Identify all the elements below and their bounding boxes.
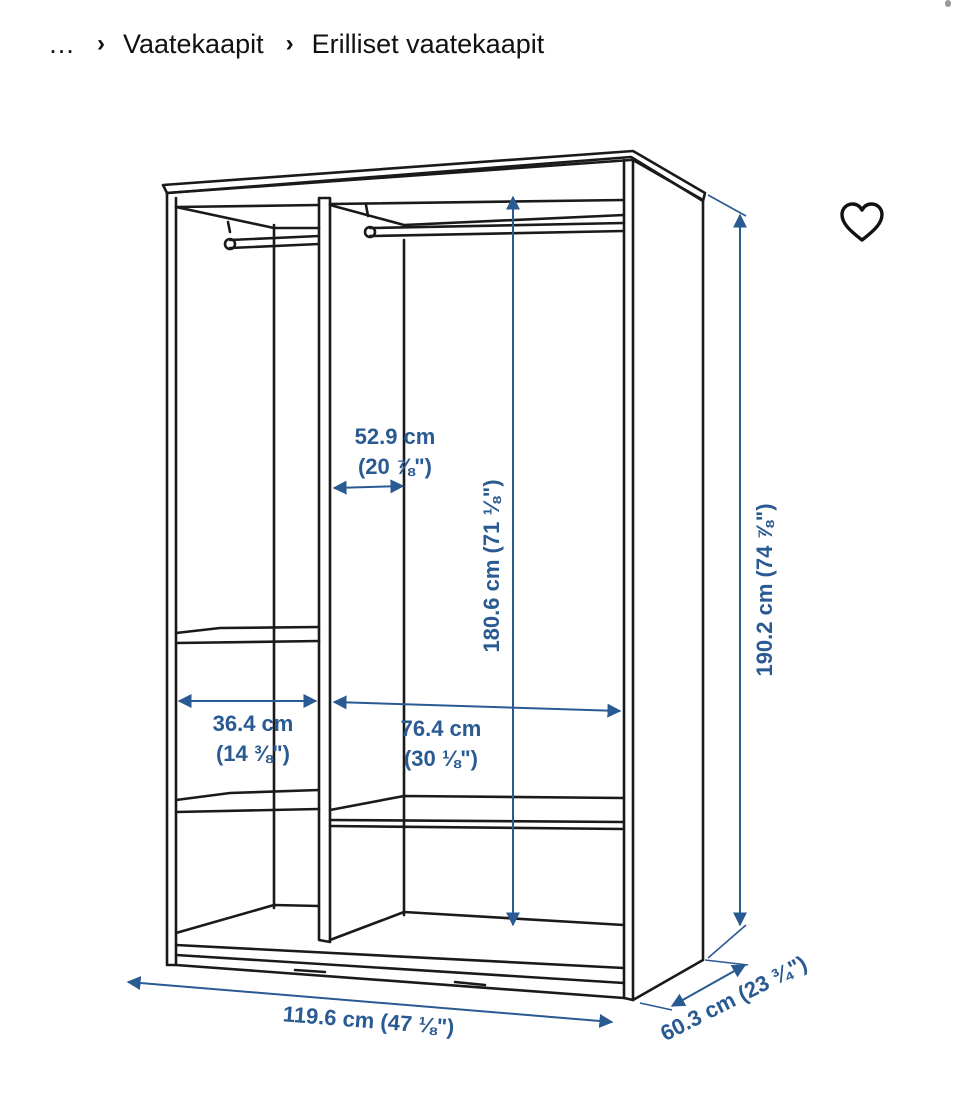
chevron-right-icon: › [97,30,105,57]
dim-line-shelf-right [332,695,622,718]
breadcrumb: … › Vaatekaapit › Erilliset vaatekaapit [48,24,544,64]
dim-line-total-depth [670,964,747,1007]
dim-label-shelf-left-inch: (14 ⅜") [216,741,290,766]
chevron-right-icon: › [285,30,294,57]
dim-label-hanging-width-inch: (20 ⅞") [358,454,432,479]
scrollbar[interactable] [945,0,951,7]
dim-label-inner-height: 180.6 cm (71 ⅛") [479,479,504,652]
dim-label-total-depth: 60.3 cm (23 ¾") [656,951,811,1046]
dim-label-total-height: 190.2 cm (74 ⅞") [752,503,777,676]
heart-outline-icon [840,202,884,242]
dimension-lines [126,195,747,1028]
dimension-extension-lines [639,194,749,1011]
dim-line-hanging-width [332,479,405,495]
dim-label-shelf-left-cm: 36.4 cm [213,711,294,736]
dim-line-total-width [126,976,614,1028]
dim-label-hanging-width-cm: 52.9 cm [355,424,436,449]
breadcrumb-item-freestanding-wardrobes[interactable]: Erilliset vaatekaapit [311,28,545,59]
favorite-button[interactable] [836,196,888,248]
breadcrumb-item-wardrobes[interactable]: Vaatekaapit [123,28,264,59]
wardrobe-outline [161,149,707,1002]
dim-label-shelf-right-inch: (30 ⅛") [404,746,478,771]
dim-label-shelf-right-cm: 76.4 cm [401,716,482,741]
breadcrumb-ellipsis[interactable]: … [48,28,75,59]
